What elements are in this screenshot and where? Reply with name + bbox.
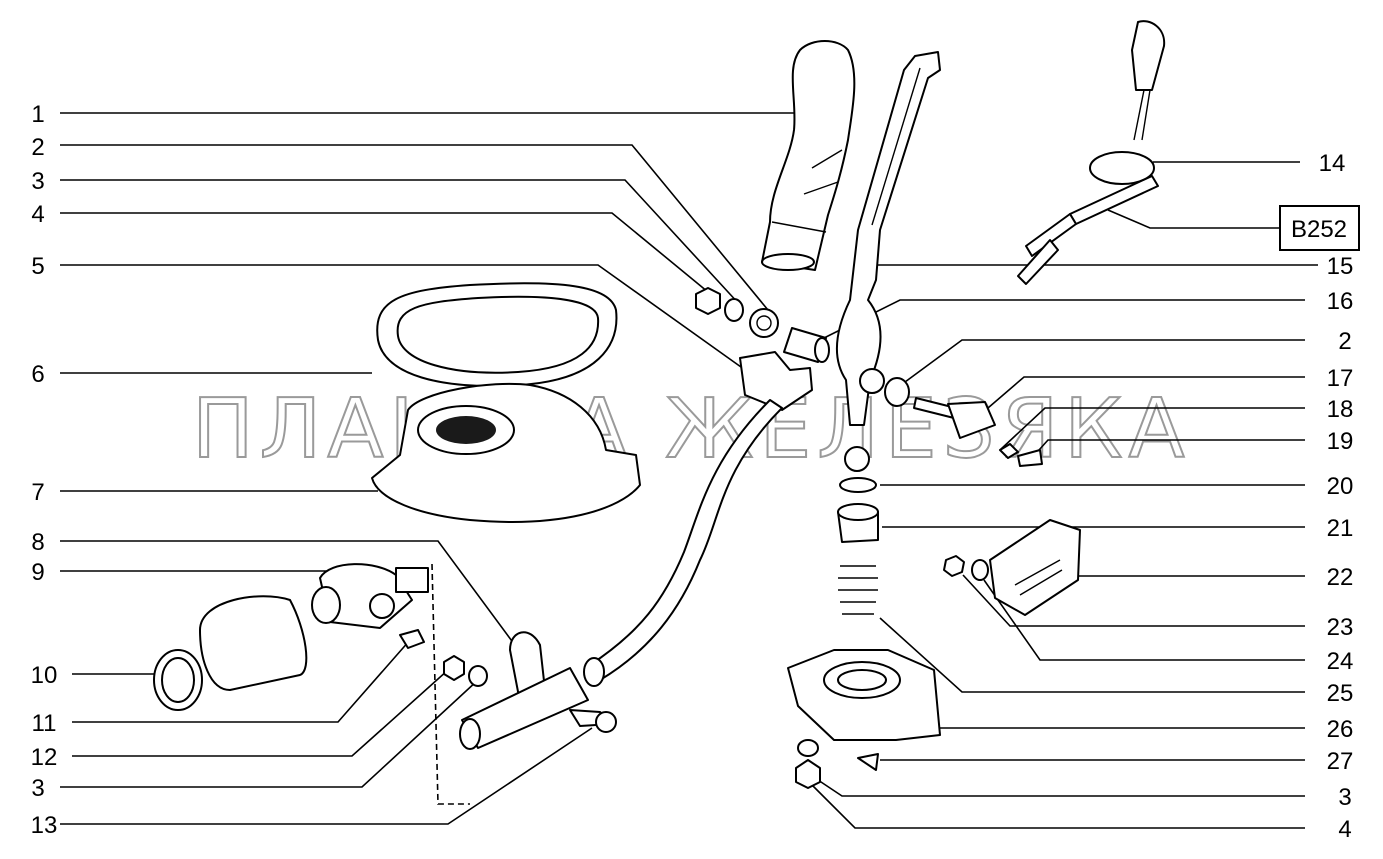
spring-and-bushing-stack xyxy=(837,477,879,615)
callout-25: 25 xyxy=(1327,680,1354,707)
callout-24: 24 xyxy=(1327,648,1354,675)
callout-5: 5 xyxy=(31,253,44,280)
callout-26: 26 xyxy=(1327,716,1354,743)
shift-lever-assembly-inset xyxy=(1017,20,1166,285)
callout-1: 1 xyxy=(31,101,44,128)
pivot-bolt-assembly xyxy=(884,377,1043,467)
callout-4-right: 4 xyxy=(1338,816,1351,843)
callout-6: 6 xyxy=(31,361,44,388)
gear-shift-lever xyxy=(836,51,941,472)
callout-22: 22 xyxy=(1327,564,1354,591)
callout-4: 4 xyxy=(31,201,44,228)
left-callouts: 1 2 3 4 5 6 7 8 9 10 11 12 3 13 xyxy=(31,101,58,839)
callout-21: 21 xyxy=(1327,515,1354,542)
callout-3-lower: 3 xyxy=(31,775,44,802)
bushing xyxy=(783,327,830,363)
callout-10: 10 xyxy=(31,662,58,689)
small-fasteners-left xyxy=(399,629,488,687)
callout-8: 8 xyxy=(31,529,44,556)
callout-7: 7 xyxy=(31,479,44,506)
callout-11: 11 xyxy=(32,710,57,737)
callout-17: 17 xyxy=(1327,365,1354,392)
callout-2-right: 2 xyxy=(1338,328,1351,355)
callout-14: 14 xyxy=(1319,150,1346,177)
nut-washer-group-top xyxy=(695,287,779,338)
cover-plate xyxy=(943,519,1081,616)
shift-rod-with-bracket xyxy=(583,351,813,687)
callout-15: 15 xyxy=(1327,253,1354,280)
callout-16: 16 xyxy=(1327,288,1354,315)
callout-20: 20 xyxy=(1327,473,1354,500)
callout-9: 9 xyxy=(31,559,44,586)
callout-2: 2 xyxy=(31,134,44,161)
callout-27: 27 xyxy=(1327,748,1354,775)
callout-18: 18 xyxy=(1327,396,1354,423)
callout-19: 19 xyxy=(1327,428,1354,455)
callout-3-right: 3 xyxy=(1338,784,1351,811)
reference-box[interactable]: B252 xyxy=(1279,205,1360,251)
boot-retainer-frame xyxy=(376,282,618,387)
shift-linkage-joint xyxy=(311,563,429,629)
callout-3: 3 xyxy=(31,168,44,195)
right-leader-lines xyxy=(811,161,1318,829)
rubber-coupling xyxy=(153,595,308,711)
callout-13: 13 xyxy=(31,812,58,839)
reference-box-label: B252 xyxy=(1291,216,1347,243)
rubber-boot xyxy=(371,382,641,523)
left-leader-lines xyxy=(60,112,798,825)
callout-23: 23 xyxy=(1327,614,1354,641)
rod-clamp-and-sleeve xyxy=(459,631,617,750)
shift-knob xyxy=(761,40,856,271)
callout-12: 12 xyxy=(31,744,58,771)
lever-base-housing xyxy=(787,649,941,789)
right-callouts: 14 15 16 2 17 18 19 20 21 22 23 24 25 26… xyxy=(1319,150,1354,843)
